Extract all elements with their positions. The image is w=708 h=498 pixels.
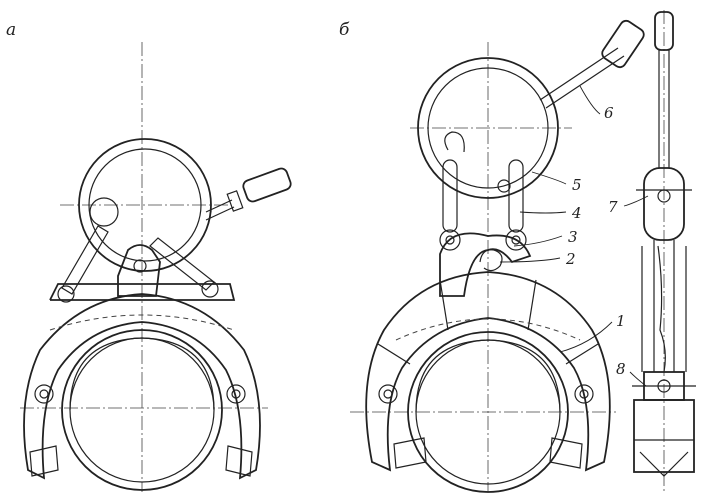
panel-b-right-pin [574,384,594,404]
callout-8: 8 [616,360,626,378]
panel-a-left-pad [29,445,59,477]
panel-a-left-pin [34,384,54,404]
panel-a-ring-outer [78,138,212,272]
callout-5: 5 [572,176,582,194]
panel-b-label: б [339,20,350,40]
callout-6: 6 [604,104,614,122]
panel-a-right-pad [225,445,253,477]
side-view-chain [657,245,666,373]
panel-b-segment-line-top-left [439,279,449,331]
panel-a-drawing [20,42,292,492]
panel-b-segment-line-right [565,343,599,365]
leader-lines [499,85,649,387]
callout-2: 2 [565,250,576,268]
panel-a-shackle-loop [89,197,119,227]
callout-1: 1 [616,312,626,330]
side-view-ring-section [643,167,685,241]
panel-b-ring-inner [427,67,549,189]
side-view-jaw-wedge [639,451,689,477]
panel-a-grip-hidden-line [49,314,235,331]
panel-b-right-link [508,159,524,233]
callout-4: 4 [571,204,582,222]
panel-a-pipe-outer [61,329,223,491]
callout-3: 3 [568,228,578,246]
panel-b-ring-outer [417,57,559,199]
callouts: 1 2 3 4 5 6 7 8 [565,104,626,378]
panel-b-shackle-loop [444,131,465,153]
panel-b-left-link [442,159,458,233]
panel-b-left-pin [378,384,398,404]
panel-b-grip-body [365,271,611,472]
panel-b-left-pad [393,437,427,469]
panel-b-drawing [350,19,645,493]
panel-a-ring-inner [88,148,202,262]
panel-b-hook [479,249,503,272]
callout-7: 7 [608,198,618,216]
panel-a-hook-plate [117,244,161,297]
side-view-drawing [632,10,696,492]
panel-a-pipe-liner [69,337,215,411]
panel-a-links [57,225,219,303]
panel-a-grip-body [23,293,261,480]
side-view-handle-knob [654,11,674,51]
panel-b-segment-line-left [377,343,411,365]
panel-b-grip-hidden-line [395,318,581,341]
panel-a-right-pin [226,384,246,404]
panel-b-pipe-liner [415,339,561,413]
panel-a-label: а [6,20,17,40]
panel-b-segment-line-top-right [527,279,537,331]
panel-b-ring-bolt [497,179,511,193]
panel-b-handle [539,19,645,109]
panel-b-right-pad [549,437,583,469]
panel-a-handle [205,167,292,221]
panel-b-links [439,159,527,251]
panel-a-hook-pin [133,259,147,273]
side-view-jaw-block [633,399,695,473]
panel-b-pipe-outer [407,331,569,493]
